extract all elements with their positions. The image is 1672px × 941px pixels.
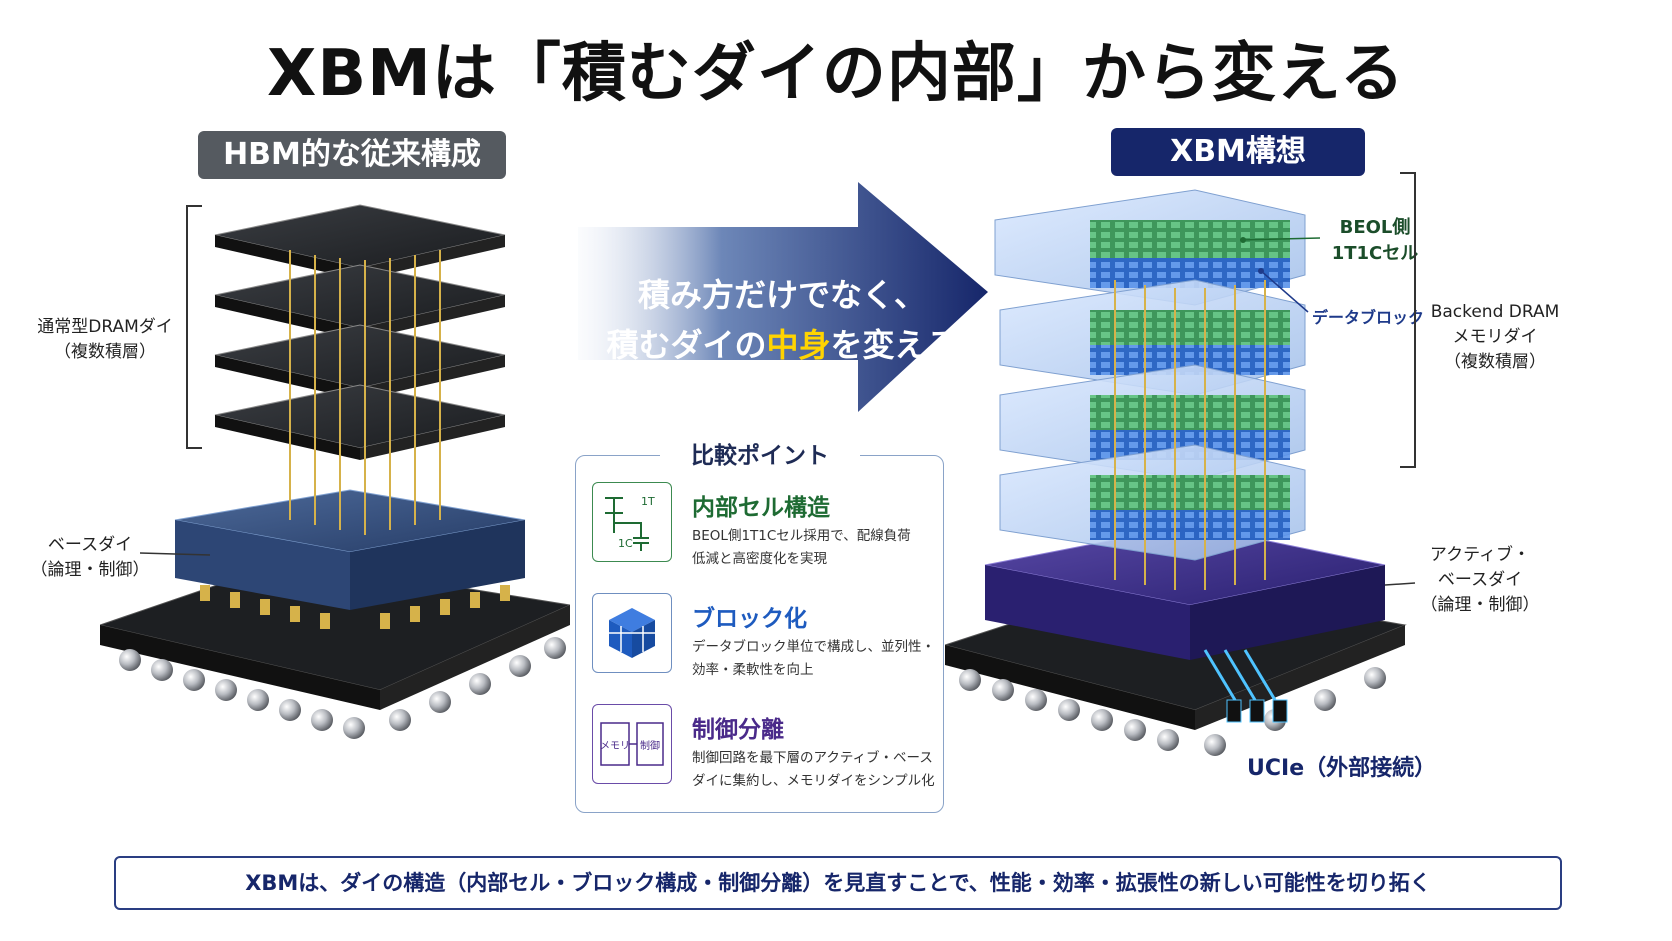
datablock-callout: データブロック bbox=[1312, 308, 1425, 327]
cell-structure-desc-2: 低減と高密度化を実現 bbox=[692, 551, 827, 567]
block-desc: データブロック単位で構成し、並列性・ 効率・柔軟性を向上 bbox=[692, 636, 952, 682]
control-separation-icon: メモリ 制御 bbox=[592, 704, 672, 784]
datablock-leader bbox=[1258, 268, 1309, 313]
cell-structure-icon: 1T 1C bbox=[592, 482, 672, 562]
summary-banner: XBMは、ダイの構造（内部セル・ブロック構成・制御分離）を見直すことで、性能・効… bbox=[114, 856, 1562, 910]
beol-line1: BEOL側 bbox=[1339, 217, 1411, 238]
arrow-line2-c: を変える bbox=[830, 326, 958, 364]
cell-structure-desc: BEOL側1T1Cセル採用で、配線負荷 低減と高密度化を実現 bbox=[692, 525, 952, 571]
beol-line2: 1T1Cセル bbox=[1331, 243, 1419, 264]
active-leader bbox=[1385, 582, 1416, 586]
base-label-line2: （論理・制御） bbox=[30, 560, 150, 580]
backend-memory-dies bbox=[994, 189, 1306, 561]
hbm-stack-illustration bbox=[100, 204, 570, 739]
arrow-line2-highlight: 中身 bbox=[766, 326, 831, 364]
base-die-label: ベースダイ （論理・制御） bbox=[20, 533, 160, 583]
control-desc-1: 制御回路を最下層のアクティブ・ベース bbox=[692, 750, 933, 766]
svg-text:メモリ: メモリ bbox=[600, 741, 630, 752]
arrow-line1: 積み方だけでなく、 bbox=[637, 276, 926, 314]
dram-dies bbox=[214, 204, 506, 460]
hbm-badge: HBM的な従来構成 bbox=[198, 131, 506, 179]
cell-structure-desc-1: BEOL側1T1Cセル採用で、配線負荷 bbox=[692, 528, 911, 544]
backend-bracket bbox=[1400, 172, 1416, 468]
active-base-label: アクティブ・ ベースダイ （論理・制御） bbox=[1410, 543, 1550, 618]
svg-text:1T: 1T bbox=[641, 495, 655, 508]
backend-dram-label: Backend DRAM メモリダイ （複数積層） bbox=[1420, 300, 1570, 375]
control-desc-2: ダイに集約し、メモリダイをシンプル化 bbox=[692, 773, 935, 789]
cell-structure-heading: 内部セル構造 bbox=[692, 495, 830, 521]
page-title: XBMは「積むダイの内部」から変える bbox=[267, 37, 1405, 111]
dram-bracket bbox=[186, 205, 202, 449]
svg-text:制御: 制御 bbox=[640, 739, 660, 752]
dram-label: 通常型DRAMダイ （複数積層） bbox=[30, 315, 180, 365]
block-desc-1: データブロック単位で構成し、並列性・ bbox=[692, 639, 935, 655]
backend-line3: （複数積層） bbox=[1444, 352, 1546, 372]
arrow-line2: 積むダイの中身を変える bbox=[582, 320, 982, 370]
dram-label-line2: （複数積層） bbox=[54, 342, 156, 362]
arrow-message: 積み方だけでなく、 積むダイの中身を変える bbox=[582, 270, 982, 370]
backend-line1: Backend DRAM bbox=[1430, 302, 1560, 322]
active-line2: ベースダイ bbox=[1437, 570, 1523, 590]
svg-text:1C: 1C bbox=[618, 537, 633, 550]
dram-label-line1: 通常型DRAMダイ bbox=[37, 317, 173, 337]
block-heading: ブロック化 bbox=[692, 606, 807, 632]
block-icon bbox=[592, 593, 672, 673]
base-leader-line bbox=[140, 552, 211, 556]
transition-arrow bbox=[578, 182, 988, 412]
xbm-stack-illustration bbox=[945, 189, 1407, 756]
beol-leader bbox=[1240, 237, 1321, 243]
active-line1: アクティブ・ bbox=[1429, 545, 1531, 565]
active-line3: （論理・制御） bbox=[1420, 595, 1540, 615]
ucie-label: UCIe（外部接続） bbox=[1247, 756, 1437, 781]
control-separation-desc: 制御回路を最下層のアクティブ・ベース ダイに集約し、メモリダイをシンプル化 bbox=[692, 747, 952, 793]
solder-balls bbox=[119, 637, 566, 739]
block-desc-2: 効率・柔軟性を向上 bbox=[692, 662, 814, 678]
comparison-title: 比較ポイント bbox=[660, 436, 860, 470]
base-label-line1: ベースダイ bbox=[47, 535, 133, 555]
arrow-line2-a: 積むダイの bbox=[606, 326, 767, 364]
beol-callout: BEOL側 1T1Cセル bbox=[1320, 215, 1430, 267]
xbm-badge: XBM構想 bbox=[1111, 128, 1365, 176]
backend-line2: メモリダイ bbox=[1452, 327, 1538, 347]
control-separation-heading: 制御分離 bbox=[692, 717, 784, 743]
